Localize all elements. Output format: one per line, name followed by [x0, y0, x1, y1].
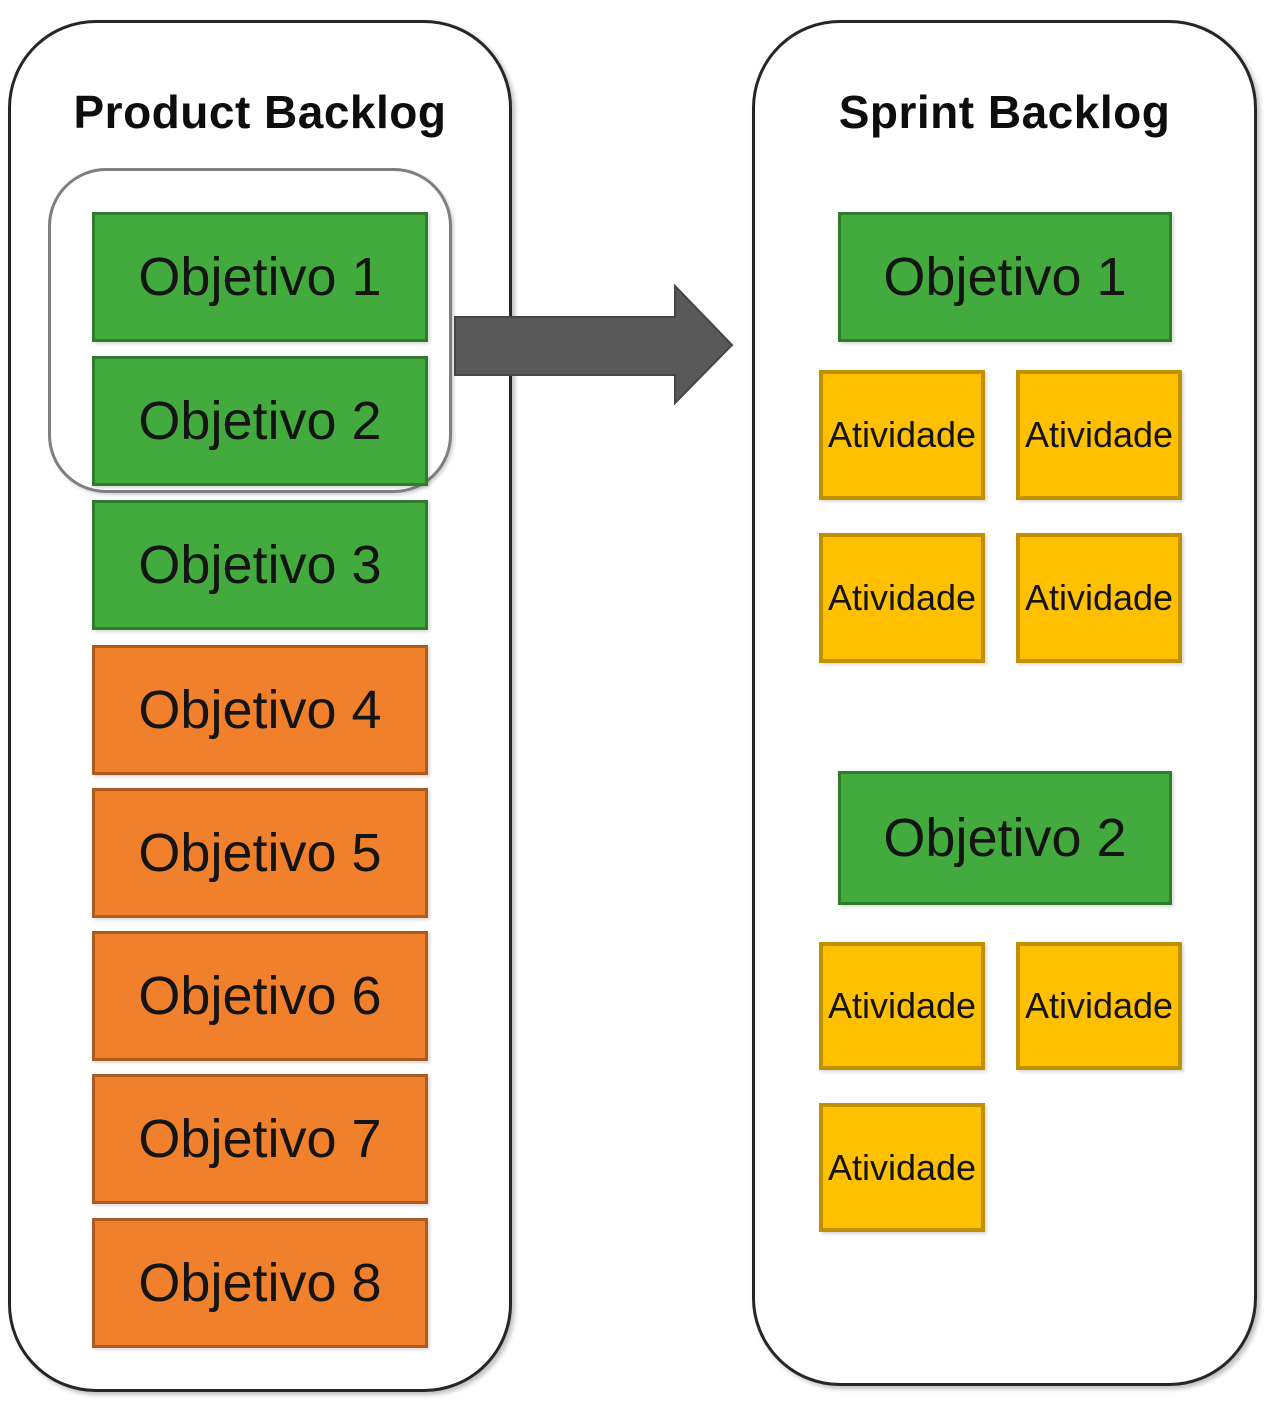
product-backlog-item: Objetivo 7: [92, 1074, 428, 1204]
sprint-activity: Atividade: [1016, 533, 1182, 663]
product-backlog-item: Objetivo 2: [92, 356, 428, 486]
sprint-objective: Objetivo 1: [838, 212, 1172, 342]
product-backlog-item: Objetivo 4: [92, 645, 428, 775]
selected-objectives-group-outline: [48, 168, 452, 493]
sprint-activity: Atividade: [819, 1103, 985, 1232]
sprint-activity: Atividade: [1016, 942, 1182, 1070]
product-backlog-title: Product Backlog: [73, 86, 447, 138]
sprint-activity: Atividade: [1016, 370, 1182, 500]
sprint-activity: Atividade: [819, 370, 985, 500]
product-backlog-item: Objetivo 1: [92, 212, 428, 342]
sprint-objective: Objetivo 2: [838, 771, 1172, 905]
product-backlog-item: Objetivo 3: [92, 500, 428, 630]
sprint-backlog-title: Sprint Backlog: [838, 86, 1171, 138]
product-backlog-item: Objetivo 6: [92, 931, 428, 1061]
transfer-arrow-icon: [454, 284, 734, 406]
product-backlog-item: Objetivo 8: [92, 1218, 428, 1348]
product-backlog-item: Objetivo 5: [92, 788, 428, 918]
sprint-activity: Atividade: [819, 942, 985, 1070]
sprint-activity: Atividade: [819, 533, 985, 663]
